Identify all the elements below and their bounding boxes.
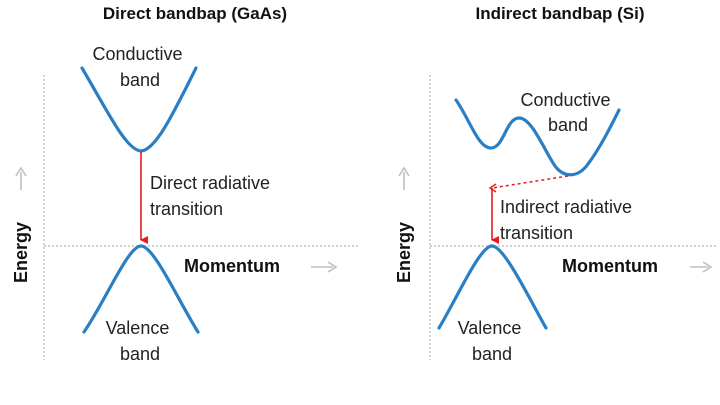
left-energy-label: Energy	[11, 222, 31, 283]
right-panel-title: Indirect bandbap (Si)	[475, 4, 644, 23]
left-valence-band	[82, 244, 200, 334]
arrow-up-icon	[15, 166, 27, 190]
right-conduction-band	[454, 98, 621, 177]
right-momentum-label: Momentum	[562, 256, 658, 276]
right-valence-label: Valence band	[458, 318, 527, 364]
left-panel: Direct bandbap (GaAs) Conductive band Di…	[11, 4, 360, 364]
right-energy-label: Energy	[394, 222, 414, 283]
right-transition-dashed	[491, 175, 569, 189]
right-transition-arrowhead	[488, 183, 497, 193]
right-conduction-label: Conductive band	[520, 90, 615, 135]
left-conduction-band	[80, 66, 198, 153]
left-valence-label: Valence band	[106, 318, 175, 364]
right-transition-label: Indirect radiative transition	[500, 197, 637, 243]
left-momentum-label: Momentum	[184, 256, 280, 276]
left-panel-title: Direct bandbap (GaAs)	[103, 4, 287, 23]
arrow-right-icon	[690, 261, 713, 273]
left-transition-label: Direct radiative transition	[150, 173, 275, 219]
right-valence-band	[437, 244, 548, 330]
left-conduction-label: Conductive band	[92, 44, 187, 90]
right-panel: Indirect bandbap (Si) Conductive band In…	[394, 4, 718, 364]
arrow-right-icon	[311, 261, 338, 273]
arrow-up-icon	[398, 166, 410, 190]
